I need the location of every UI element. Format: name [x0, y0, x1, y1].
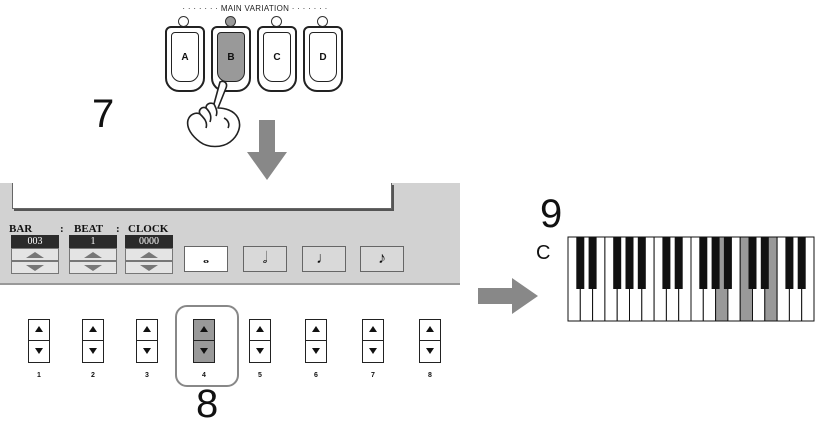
arrow-right-icon [478, 278, 538, 314]
variation-button-d-label: D [309, 32, 337, 82]
hw-button-number: 3 [145, 372, 149, 379]
variation-button-c-label: C [263, 32, 291, 82]
black-key[interactable] [723, 237, 732, 289]
variation-button-a[interactable]: A [165, 26, 205, 92]
black-key[interactable] [625, 237, 634, 289]
variation-button-b-label: B [217, 32, 245, 82]
eighth-note-icon: ♪ [378, 250, 386, 267]
beat-field[interactable]: 1 [69, 235, 117, 275]
black-key[interactable] [637, 237, 646, 289]
hw-button-number: 6 [314, 372, 318, 379]
beat-label: BEAT [74, 223, 104, 235]
clock-up-arrow-icon[interactable] [125, 248, 173, 261]
step-7-number: 7 [92, 92, 115, 136]
hw-button-number: 8 [428, 372, 432, 379]
hw-button-1[interactable] [28, 319, 50, 363]
whole-note-button[interactable]: 𝅝 [184, 246, 228, 272]
display-top-box [12, 183, 392, 209]
bar-value: 003 [11, 235, 59, 248]
hw-button-number: 1 [37, 372, 41, 379]
eighth-note-button[interactable]: ♪ [360, 246, 404, 272]
hw-button-number: 5 [258, 372, 262, 379]
hw-button-4[interactable] [193, 319, 215, 363]
hw-down-icon[interactable] [363, 341, 383, 362]
hw-down-icon[interactable] [137, 341, 157, 362]
key-c-label: C [536, 242, 551, 264]
black-key[interactable] [613, 237, 622, 289]
clock-label: CLOCK [128, 223, 169, 235]
hw-button-number: 4 [202, 372, 206, 379]
hw-down-icon[interactable] [306, 341, 326, 362]
black-key[interactable] [748, 237, 757, 289]
variation-button-d[interactable]: D [303, 26, 343, 92]
hw-down-icon[interactable] [83, 341, 103, 362]
hw-down-icon[interactable] [250, 341, 270, 362]
highlight-ring [175, 305, 239, 387]
bar-down-arrow-icon[interactable] [11, 261, 59, 274]
hw-up-icon[interactable] [194, 320, 214, 341]
arrow-down-icon [247, 120, 287, 180]
bar-up-arrow-icon[interactable] [11, 248, 59, 261]
black-key[interactable] [699, 237, 708, 289]
black-key[interactable] [662, 237, 671, 289]
bar-field[interactable]: 003 [11, 235, 59, 275]
half-note-button[interactable]: 𝅗𝅥 [243, 246, 287, 272]
hw-down-icon[interactable] [420, 341, 440, 362]
hw-button-number: 7 [371, 372, 375, 379]
whole-note-icon: 𝅝 [202, 250, 210, 267]
black-key[interactable] [785, 237, 794, 289]
clock-separator: : [116, 223, 120, 235]
black-key[interactable] [576, 237, 585, 289]
hw-up-icon[interactable] [420, 320, 440, 341]
beat-up-arrow-icon[interactable] [69, 248, 117, 261]
black-key[interactable] [588, 237, 597, 289]
hw-button-6[interactable] [305, 319, 327, 363]
black-key[interactable] [797, 237, 806, 289]
black-key[interactable] [674, 237, 683, 289]
black-key[interactable] [711, 237, 720, 289]
pointing-hand-icon [186, 80, 241, 148]
hw-up-icon[interactable] [137, 320, 157, 341]
hw-up-icon[interactable] [83, 320, 103, 341]
main-variation-label: · · · · · · · MAIN VARIATION · · · · · ·… [182, 4, 328, 13]
beat-separator: : [60, 223, 64, 235]
quarter-note-icon: ♩ [316, 250, 332, 267]
hw-button-7[interactable] [362, 319, 384, 363]
keyboard[interactable] [567, 236, 816, 322]
beat-down-arrow-icon[interactable] [69, 261, 117, 274]
hw-button-5[interactable] [249, 319, 271, 363]
clock-field[interactable]: 0000 [125, 235, 173, 275]
display-panel: BAR : BEAT : CLOCK 003 1 0000 𝅝 𝅗𝅥 ♩ ♪ [0, 183, 460, 285]
hw-button-number: 2 [91, 372, 95, 379]
half-note-icon: 𝅗𝅥 [262, 250, 268, 267]
hw-button-3[interactable] [136, 319, 158, 363]
main-variation-dots-left: · · · · · · · [182, 4, 221, 13]
main-variation-dots-right: · · · · · · · [289, 4, 328, 13]
quarter-note-button[interactable]: ♩ [302, 246, 346, 272]
hw-down-icon[interactable] [29, 341, 49, 362]
hw-button-2[interactable] [82, 319, 104, 363]
hw-down-icon[interactable] [194, 341, 214, 362]
variation-button-b[interactable]: B [211, 26, 251, 92]
hw-up-icon[interactable] [306, 320, 326, 341]
step-8-number: 8 [196, 382, 219, 426]
variation-button-a-label: A [171, 32, 199, 82]
bar-label: BAR [9, 223, 33, 235]
beat-value: 1 [69, 235, 117, 248]
variation-button-c[interactable]: C [257, 26, 297, 92]
hw-up-icon[interactable] [363, 320, 383, 341]
clock-value: 0000 [125, 235, 173, 248]
step-9-number: 9 [540, 192, 563, 236]
hw-up-icon[interactable] [29, 320, 49, 341]
clock-down-arrow-icon[interactable] [125, 261, 173, 274]
hw-up-icon[interactable] [250, 320, 270, 341]
hw-button-8[interactable] [419, 319, 441, 363]
black-key[interactable] [760, 237, 769, 289]
